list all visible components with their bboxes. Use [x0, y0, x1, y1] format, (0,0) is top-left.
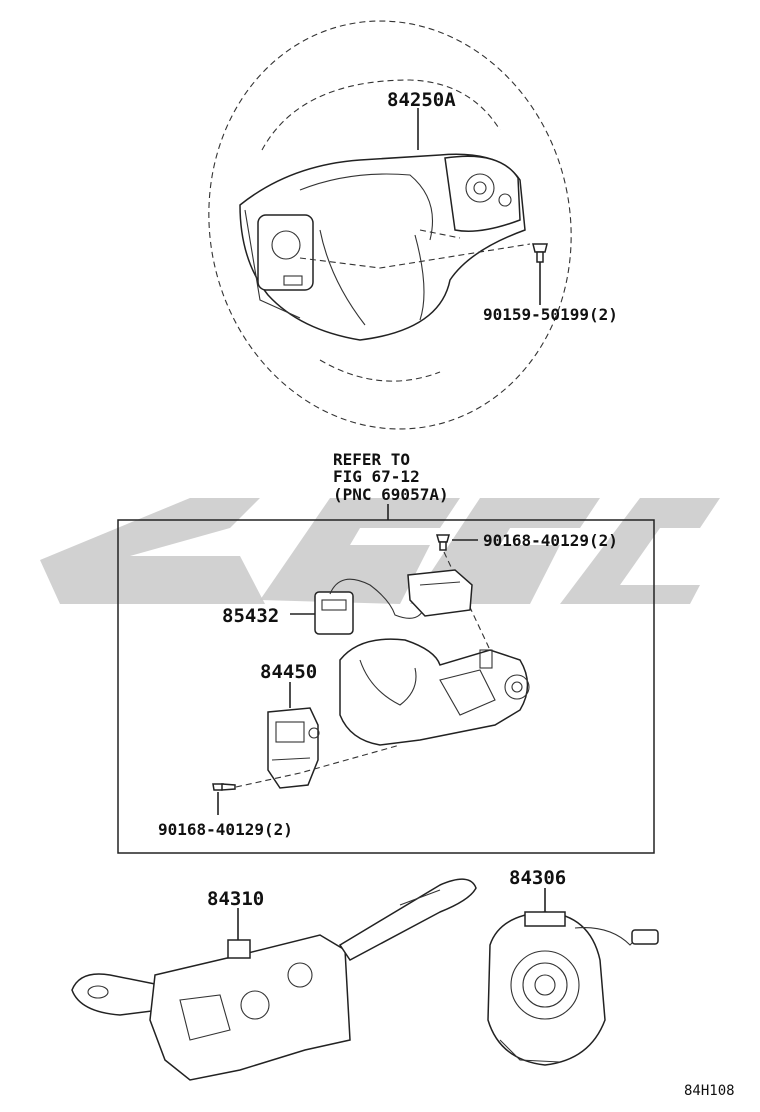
refer-to-line3: (PNC 69057A)	[333, 485, 449, 504]
reference-box	[117, 519, 655, 854]
label-84250A: 84250A	[387, 89, 456, 111]
steering-wheel	[208, 20, 572, 430]
refer-to-line2: FIG 67-12	[333, 467, 420, 486]
figure-code: 84H108	[684, 1083, 735, 1099]
wire-harness-85432	[314, 569, 473, 635]
refer-to-line1: REFER TO	[333, 450, 410, 469]
label-84450: 84450	[260, 661, 317, 683]
label-90159-50199: 90159-50199(2)	[483, 305, 618, 324]
label-90168-40129-right: 90168-40129(2)	[483, 531, 618, 550]
switch-84450	[267, 707, 320, 789]
watermark-logo	[40, 498, 720, 604]
spiral-cable-84306	[487, 911, 659, 1066]
combination-switch-84310	[71, 878, 477, 1081]
column-assembly	[339, 638, 530, 746]
label-84306: 84306	[509, 867, 566, 889]
label-85432: 85432	[222, 605, 279, 627]
label-90168-40129-bottom: 90168-40129(2)	[158, 820, 293, 839]
label-84310: 84310	[207, 888, 264, 910]
screw-90168-bottom	[212, 744, 401, 815]
